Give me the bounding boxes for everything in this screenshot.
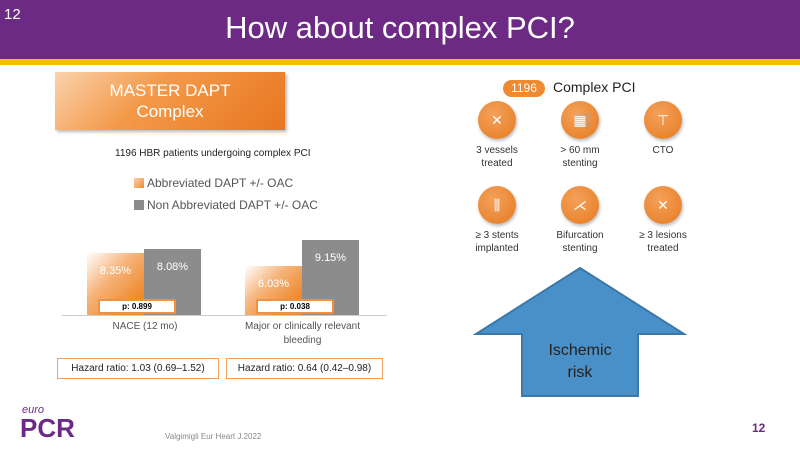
- category-label: NACE (12 mo): [112, 321, 178, 332]
- complex-pci-criterion: ≥ 3 stents implanted: [452, 229, 542, 255]
- criterion-text: > 60 mm: [560, 145, 600, 156]
- x-axis: [62, 315, 387, 316]
- ischemic-risk-arrow: [472, 266, 688, 397]
- stents-icon: ⫼: [478, 186, 516, 224]
- p-value-box: p: 0.038: [256, 299, 334, 314]
- criterion-text: treated: [481, 158, 513, 169]
- hazard-ratio-box: Hazard ratio: 1.03 (0.69–1.52): [57, 358, 219, 379]
- arrow-label-line: risk: [567, 364, 593, 381]
- vessels-icon: ✕: [478, 101, 516, 139]
- criterion-text: ≥ 3 lesions: [639, 230, 687, 241]
- criterion-text: 3 vessels: [476, 145, 518, 156]
- p-value-box: p: 0.899: [98, 299, 176, 314]
- bar-value-label: 8.35%: [99, 265, 132, 278]
- complex-pci-criterion: 3 vessels treated: [452, 144, 542, 170]
- page-number: 12: [752, 421, 766, 435]
- criterion-text: CTO: [652, 145, 674, 156]
- logo-text: PCR: [20, 413, 75, 443]
- study-box: MASTER DAPT Complex: [55, 72, 285, 130]
- complex-pci-criterion: Bifurcation stenting: [535, 229, 625, 255]
- slide-title: How about complex PCI?: [225, 10, 575, 45]
- complex-pci-criterion: CTO: [618, 144, 708, 157]
- category-label: Major or clinically relevant bleeding: [244, 321, 361, 346]
- stent-icon: ▦: [561, 101, 599, 139]
- citation: Valgimigli Eur Heart J.2022: [165, 432, 262, 441]
- bar-value-label: 9.15%: [314, 251, 347, 264]
- criterion-text: stenting: [562, 158, 598, 169]
- legend-item-non-abbreviated: Non Abbreviated DAPT +/- OAC: [134, 198, 318, 212]
- arrow-label: Ischemic risk: [520, 340, 640, 384]
- complex-pci-heading: Complex PCI: [553, 79, 636, 95]
- criterion-text: Bifurcation: [556, 230, 604, 241]
- legend-swatch: [134, 200, 144, 210]
- legend-label: Non Abbreviated DAPT +/- OAC: [147, 198, 318, 212]
- criterion-text: stenting: [562, 243, 598, 254]
- cto-icon: ⊤: [644, 101, 682, 139]
- complex-pci-criterion: ≥ 3 lesions treated: [618, 229, 708, 255]
- complex-pci-criterion: > 60 mm stenting: [535, 144, 625, 170]
- slide-number: 12: [4, 6, 21, 23]
- criterion-text: treated: [647, 243, 679, 254]
- bar-value-label: 8.08%: [156, 260, 189, 273]
- lesions-icon: ✕: [644, 186, 682, 224]
- arrow-label-line: Ischemic: [548, 342, 612, 359]
- hazard-ratio-box: Hazard ratio: 0.64 (0.42–0.98): [226, 358, 383, 379]
- legend-swatch: [134, 178, 144, 188]
- criterion-text: ≥ 3 stents: [475, 230, 519, 241]
- count-badge: 1196: [503, 80, 545, 97]
- logo-text: euro: [22, 404, 45, 416]
- bifurcation-icon: ⋌: [561, 186, 599, 224]
- bar-value-label: 6.03%: [257, 277, 290, 290]
- accent-line: [0, 59, 800, 65]
- chart-subtitle: 1196 HBR patients undergoing complex PCI: [115, 148, 311, 159]
- europcr-logo: euro PCR: [20, 404, 75, 443]
- study-name: MASTER DAPT: [109, 81, 231, 100]
- legend-item-abbreviated: Abbreviated DAPT +/- OAC: [134, 176, 293, 190]
- criterion-text: implanted: [475, 243, 519, 254]
- title-banner: [0, 0, 800, 59]
- study-subgroup: Complex: [136, 102, 204, 121]
- legend-label: Abbreviated DAPT +/- OAC: [147, 176, 294, 190]
